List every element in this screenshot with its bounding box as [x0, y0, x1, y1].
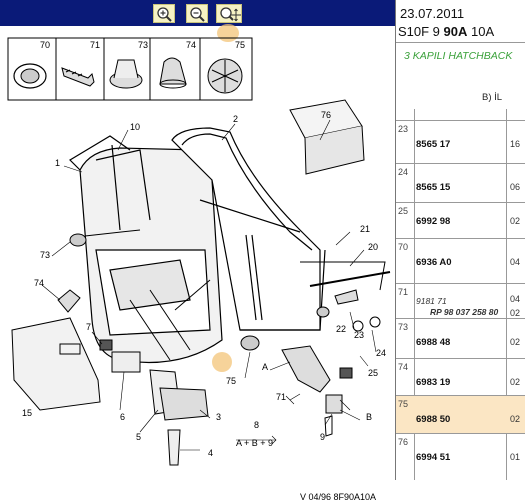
svg-text:75: 75	[226, 376, 236, 386]
svg-text:15: 15	[22, 408, 32, 418]
vehicle-code-suffix: 10A	[467, 24, 495, 39]
diagram-callouts: 10 2 76 1 21 20 73 74 7 15 6 5 3 4 8 A +…	[22, 110, 386, 458]
svg-text:70: 70	[40, 40, 50, 50]
lower-parts	[11, 99, 381, 466]
part-row-75-selected[interactable]: 75 6988 50 02	[396, 395, 525, 433]
parts-strip	[7, 37, 253, 101]
svg-text:22: 22	[336, 324, 346, 334]
part-row-23[interactable]: 23 8565 17 16	[396, 120, 525, 163]
part-quantity: 04	[510, 294, 521, 304]
part-quantity: 04	[510, 257, 521, 267]
row-index: 73	[398, 322, 409, 332]
svg-text:6: 6	[120, 412, 125, 422]
header-divider	[396, 42, 525, 43]
column-divider	[506, 109, 507, 480]
svg-text:73: 73	[138, 40, 148, 50]
svg-text:2: 2	[233, 114, 238, 124]
part-row-73[interactable]: 73 6988 48 02	[396, 318, 525, 358]
part-reference[interactable]: 6936 A0	[416, 257, 452, 268]
part-quantity: 06	[510, 182, 521, 192]
vehicle-code-bold: 90A	[443, 24, 468, 39]
part-quantity: 02	[510, 216, 521, 226]
row-index: 70	[398, 242, 409, 252]
svg-text:71: 71	[90, 40, 100, 50]
vehicle-code: S10F 9 90A 10A	[398, 24, 494, 39]
part-reference[interactable]: 6988 50	[416, 414, 451, 425]
part-quantity: 16	[510, 139, 521, 149]
part-row-24[interactable]: 24 8565 15 06	[396, 163, 525, 202]
zoom-in-button[interactable]	[153, 4, 175, 23]
part-quantity: 02	[510, 377, 521, 387]
svg-text:75: 75	[235, 40, 245, 50]
row-index: 75	[398, 399, 409, 409]
svg-text:74: 74	[186, 40, 196, 50]
svg-text:21: 21	[360, 224, 370, 234]
part-quantity: 02	[510, 414, 521, 424]
part-reference[interactable]: 9181 71	[416, 296, 447, 306]
toolbar	[0, 0, 395, 26]
svg-text:5: 5	[136, 432, 141, 442]
row-index: 24	[398, 167, 409, 177]
svg-text:A: A	[262, 362, 268, 372]
row-index: 74	[398, 362, 409, 372]
part-reference[interactable]: 6988 48	[416, 337, 451, 348]
part-row-76[interactable]: 76 6994 51 01	[396, 433, 525, 480]
svg-text:A + B + 9: A + B + 9	[236, 438, 273, 448]
part-row-71[interactable]: 71 9181 71 RP 98 037 258 80 04 02	[396, 283, 525, 318]
part-reference[interactable]: 6983 19	[416, 377, 451, 388]
column-header: B) İL	[482, 92, 503, 103]
row-index: 23	[398, 124, 409, 134]
svg-text:23: 23	[354, 330, 364, 340]
svg-text:20: 20	[368, 242, 378, 252]
leader-lines	[41, 119, 377, 451]
part-reference[interactable]: 6992 98	[416, 216, 451, 227]
body-style-label: 3 KAPILI HATCHBACK	[404, 50, 513, 62]
zoom-move-button[interactable]	[216, 4, 242, 23]
part-quantity: 01	[510, 452, 521, 462]
svg-text:74: 74	[34, 278, 44, 288]
door-parts-drawing: 70 71 73 74 75	[7, 37, 391, 466]
parts-strip-labels: 70 71 73 74 75	[40, 40, 245, 50]
mechanism-lines	[84, 229, 391, 361]
row-index: 25	[398, 206, 409, 216]
drawing-reference-code: V 04/96 8F90A10A	[300, 492, 377, 502]
svg-text:25: 25	[368, 368, 378, 378]
door-frame	[69, 127, 326, 364]
svg-text:B: B	[366, 412, 372, 422]
svg-text:9: 9	[320, 432, 325, 442]
svg-text:71: 71	[276, 392, 286, 402]
svg-text:24: 24	[376, 348, 386, 358]
zoom-out-icon	[190, 7, 205, 22]
part-quantity: 02	[510, 337, 521, 347]
part-row-74[interactable]: 74 6983 19 02	[396, 358, 525, 395]
zoom-move-icon	[220, 7, 241, 22]
part-reference[interactable]: 8565 15	[416, 182, 451, 193]
row-index: 76	[398, 437, 409, 447]
part-quantity: 02	[510, 308, 521, 318]
part-reference[interactable]: 8565 17	[416, 139, 451, 150]
row-index: 71	[398, 287, 409, 297]
exploded-parts-diagram[interactable]: 70 71 73 74 75	[0, 26, 395, 502]
zoom-in-icon	[157, 7, 172, 22]
part-reference[interactable]: 6994 51	[416, 452, 451, 463]
svg-text:76: 76	[321, 110, 331, 120]
svg-text:1: 1	[55, 158, 60, 168]
svg-text:10: 10	[130, 122, 140, 132]
vehicle-code-prefix: S10F 9	[398, 24, 444, 39]
parts-list-panel: 23.07.2011 S10F 9 90A 10A 3 KAPILI HATCH…	[395, 0, 525, 480]
part-row-70[interactable]: 70 6936 A0 04	[396, 238, 525, 283]
part-row-25[interactable]: 25 6992 98 02	[396, 202, 525, 238]
column-divider	[414, 109, 415, 480]
zoom-out-button[interactable]	[186, 4, 208, 23]
cursor-highlight	[212, 352, 232, 372]
part-reference-alt[interactable]: RP 98 037 258 80	[430, 307, 499, 317]
catalog-date: 23.07.2011	[400, 6, 465, 21]
svg-text:8: 8	[254, 420, 259, 430]
svg-text:7: 7	[86, 322, 91, 332]
svg-text:73: 73	[40, 250, 50, 260]
svg-text:3: 3	[216, 412, 221, 422]
svg-text:4: 4	[208, 448, 213, 458]
